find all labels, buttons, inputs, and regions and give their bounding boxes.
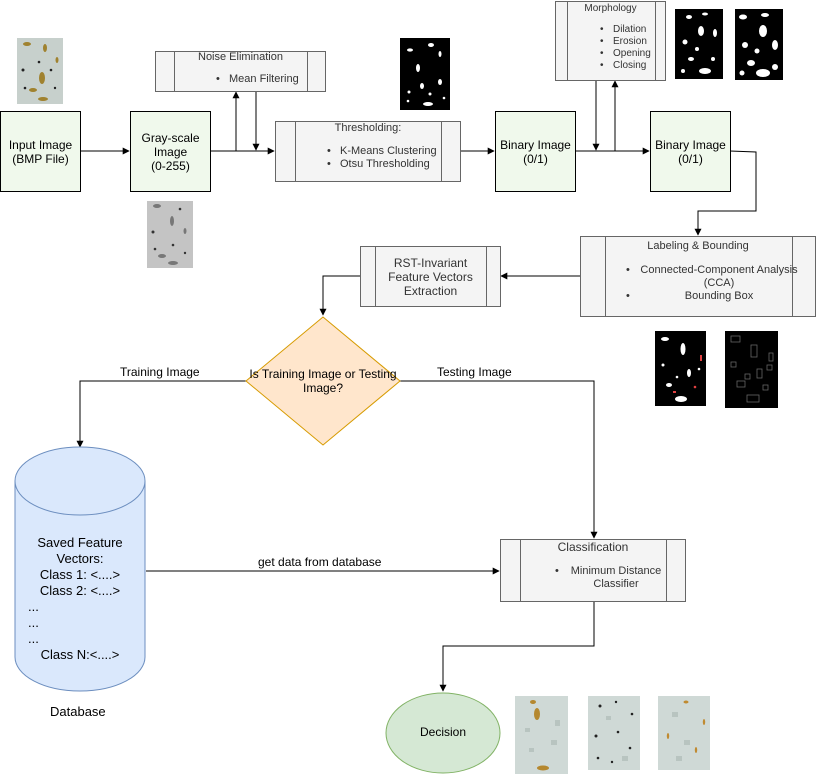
labeling-title: Labeling & Bounding xyxy=(647,240,749,252)
decision-label: Decision xyxy=(419,725,467,739)
rst-line2: Feature Vectors xyxy=(388,270,473,284)
rst-line1: RST-Invariant xyxy=(393,256,468,270)
decision-ellipse-shape xyxy=(385,692,501,774)
edge-label-get-data: get data from database xyxy=(258,555,382,569)
grayscale-line1: Gray-scale xyxy=(141,130,200,145)
grayscale-image-node[interactable]: Gray-scale Image (0-255) xyxy=(130,111,211,192)
classification-node[interactable]: Classification Minimum Distance Classifi… xyxy=(500,539,686,602)
database-line: Class N:<....> xyxy=(40,647,120,662)
morphology-title: Morphology xyxy=(584,3,637,14)
database-line: ... xyxy=(28,599,39,614)
decision-diamond-shape xyxy=(245,316,401,446)
database-cylinder-shape xyxy=(14,446,146,692)
decision-node[interactable]: Decision xyxy=(386,725,500,739)
bounding-box-thumbnail xyxy=(725,331,778,408)
binary2-line1: Binary Image xyxy=(655,137,726,152)
morphology-item: Closing xyxy=(600,60,651,72)
input-color-thumbnail xyxy=(17,38,63,104)
arrow-diamond-to-classification xyxy=(400,380,598,539)
database-line: ... xyxy=(28,631,39,646)
edge-label-training: Training Image xyxy=(120,365,200,379)
input-image-line1: Input Image xyxy=(8,137,73,152)
input-image-line2: (BMP File) xyxy=(12,151,69,166)
rst-feature-node[interactable]: RST-Invariant Feature Vectors Extraction xyxy=(360,246,501,307)
noise-elimination-node[interactable]: Noise Elimination Mean Filtering xyxy=(155,51,326,92)
diamond-line2: Image? xyxy=(302,381,344,395)
morphology-thumbnail-2 xyxy=(735,9,783,80)
grayscale-thumbnail xyxy=(147,201,193,268)
thresholding-title: Thresholding: xyxy=(334,122,402,134)
rst-line3: Extraction xyxy=(403,284,458,298)
database-line: Class 1: <....> xyxy=(39,567,121,582)
labeling-bounding-node[interactable]: Labeling & Bounding Connected-Component … xyxy=(580,236,816,317)
binary1-line1: Binary Image xyxy=(500,137,571,152)
threshold-item: K-Means Clustering xyxy=(327,145,437,158)
result-thumbnail-1 xyxy=(515,696,568,774)
grayscale-line2: Image xyxy=(153,144,188,159)
threshold-binary-thumbnail xyxy=(400,38,450,110)
morphology-item: Erosion xyxy=(600,36,651,48)
arrow-rst-to-diamond xyxy=(319,275,360,316)
database-line: Class 2: <....> xyxy=(39,583,121,598)
noise-elimination-title: Noise Elimination xyxy=(198,51,283,63)
binary1-line2: (0/1) xyxy=(523,151,548,166)
classification-item: Minimum Distance Classifier xyxy=(555,565,664,591)
noise-item: Mean Filtering xyxy=(216,73,299,86)
morphology-node[interactable]: Morphology Dilation Erosion Opening Clos… xyxy=(555,1,666,81)
labeling-item: Connected-Component Analysis (CCA) xyxy=(626,264,799,290)
binary-image-node-1[interactable]: Binary Image (0/1) xyxy=(495,111,576,192)
diamond-line1: Is Training Image or Testing xyxy=(249,367,397,381)
threshold-item: Otsu Thresholding xyxy=(327,158,437,171)
arrow-classification-to-decision xyxy=(439,601,595,692)
labeled-thumbnail xyxy=(655,331,706,406)
thresholding-node[interactable]: Thresholding: K-Means Clustering Otsu Th… xyxy=(275,121,461,182)
input-image-node[interactable]: Input Image (BMP File) xyxy=(0,111,81,192)
binary-image-node-2[interactable]: Binary Image (0/1) xyxy=(650,111,731,192)
training-or-testing-decision[interactable]: Is Training Image or Testing Image? xyxy=(246,367,400,395)
arrow-binary2-to-labeling xyxy=(694,150,757,236)
binary2-line2: (0/1) xyxy=(678,151,703,166)
morphology-thumbnail-1 xyxy=(675,9,723,79)
result-thumbnail-2 xyxy=(588,696,640,770)
morphology-item: Opening xyxy=(600,48,651,60)
grayscale-line3: (0-255) xyxy=(151,158,190,173)
database-caption: Database xyxy=(50,704,106,719)
result-thumbnail-3 xyxy=(658,696,710,770)
edge-label-testing: Testing Image xyxy=(437,365,512,379)
labeling-item: Bounding Box xyxy=(626,290,799,303)
arrow-diamond-to-database xyxy=(76,380,246,448)
database-node[interactable]: Saved Feature Vectors: Class 1: <....> C… xyxy=(15,535,145,663)
database-line: Vectors: xyxy=(56,551,104,566)
database-line: ... xyxy=(28,615,39,630)
classification-title: Classification xyxy=(557,540,629,554)
morphology-item: Dilation xyxy=(600,24,651,36)
database-line: Saved Feature xyxy=(37,535,123,550)
